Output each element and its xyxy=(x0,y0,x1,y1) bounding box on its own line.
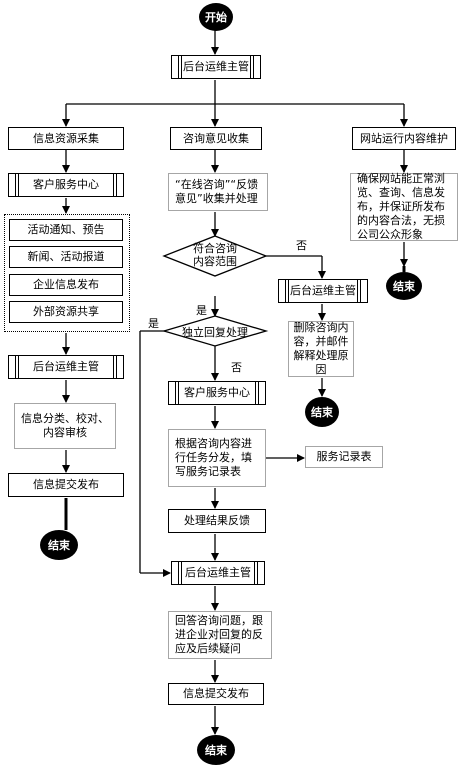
center-feedback-box: 处理结果反馈 xyxy=(168,509,266,533)
decision2-no-label: 否 xyxy=(231,361,242,374)
midright-admin-box: 后台运维主管 xyxy=(278,279,368,303)
midright-admin-label: 后台运维主管 xyxy=(290,284,356,297)
center-admin-box: 后台运维主管 xyxy=(171,561,265,585)
center-collect-box: “在线咨询”“反馈意见”收集并处理 xyxy=(168,173,268,211)
start-label: 开始 xyxy=(205,11,227,24)
left-item-news-label: 新闻、活动报道 xyxy=(27,250,105,263)
decision2-yes-label: 是 xyxy=(148,317,159,330)
left-csc-label: 客户服务中心 xyxy=(33,178,99,191)
left-csc-box: 客户服务中心 xyxy=(8,173,124,197)
center-csc-label: 客户服务中心 xyxy=(184,386,250,399)
top-admin-box: 后台运维主管 xyxy=(171,55,261,79)
center-header-label: 咨询意见收集 xyxy=(183,131,249,145)
midright-end-label: 结束 xyxy=(311,406,333,419)
right-end-terminal: 结束 xyxy=(386,272,422,300)
decision-diamond-in-scope xyxy=(162,235,268,277)
left-items-group xyxy=(4,214,130,332)
center-collect-label: “在线咨询”“反馈意见”收集并处理 xyxy=(175,178,259,205)
left-item-activity: 活动通知、预告 xyxy=(9,219,123,241)
left-header-label: 信息资源采集 xyxy=(33,131,99,145)
decision-diamond-independent xyxy=(161,315,269,347)
center-admin-label: 后台运维主管 xyxy=(185,566,251,579)
center-dispatch-label: 根据咨询内容进行任务分发，填写服务记录表 xyxy=(175,437,252,478)
right-header-box: 网站运行内容维护 xyxy=(352,127,456,150)
midright-delete-box: 删除咨询内容，并邮件解释处理原因 xyxy=(288,321,354,377)
left-end-terminal: 结束 xyxy=(40,530,78,560)
center-answer-label: 回答咨询问题，跟进企业对回复的反应及后续疑问 xyxy=(175,614,263,655)
left-publish-label: 信息提交发布 xyxy=(33,478,99,491)
left-item-enterprise-label: 企业信息发布 xyxy=(33,278,99,291)
right-ensure-label: 确保网站能正常浏览、查询、信息发布，并保证所发布的内容合法，无损公司公众形象 xyxy=(357,172,445,241)
left-admin-box: 后台运维主管 xyxy=(8,355,124,379)
record-box: 服务记录表 xyxy=(305,446,383,468)
center-publish-box: 信息提交发布 xyxy=(168,683,264,705)
right-ensure-box: 确保网站能正常浏览、查询、信息发布，并保证所发布的内容合法，无损公司公众形象 xyxy=(350,172,458,241)
record-label: 服务记录表 xyxy=(316,450,372,463)
left-item-external-label: 外部资源共享 xyxy=(33,305,99,318)
center-answer-box: 回答咨询问题，跟进企业对回复的反应及后续疑问 xyxy=(168,611,272,659)
decision1-no-label: 否 xyxy=(296,239,307,252)
left-header-box: 信息资源采集 xyxy=(8,127,124,150)
decision1-label: 符合咨询内容范围 xyxy=(193,242,237,268)
left-item-activity-label: 活动通知、预告 xyxy=(27,223,105,236)
decision1-yes-label: 是 xyxy=(196,304,207,317)
center-csc-box: 客户服务中心 xyxy=(168,381,266,405)
center-header-box: 咨询意见收集 xyxy=(170,127,262,150)
left-item-news: 新闻、活动报道 xyxy=(9,246,123,268)
left-publish-box: 信息提交发布 xyxy=(8,473,124,497)
left-admin-label: 后台运维主管 xyxy=(33,360,99,373)
left-review-box: 信息分类、校对、内容审核 xyxy=(14,403,116,449)
left-item-external: 外部资源共享 xyxy=(9,301,123,323)
top-admin-label: 后台运维主管 xyxy=(183,60,249,73)
center-end-label: 结束 xyxy=(205,744,227,757)
right-end-label: 结束 xyxy=(393,280,415,293)
center-end-terminal: 结束 xyxy=(197,735,235,765)
center-dispatch-box: 根据咨询内容进行任务分发，填写服务记录表 xyxy=(168,429,266,487)
left-review-label: 信息分类、校对、内容审核 xyxy=(21,412,109,439)
midright-delete-label: 删除咨询内容，并邮件解释处理原因 xyxy=(293,321,349,376)
start-terminal: 开始 xyxy=(199,3,233,31)
center-publish-label: 信息提交发布 xyxy=(183,687,249,700)
center-feedback-label: 处理结果反馈 xyxy=(184,514,250,527)
left-end-label: 结束 xyxy=(48,539,70,552)
left-item-enterprise: 企业信息发布 xyxy=(9,274,123,296)
right-header-label: 网站运行内容维护 xyxy=(360,131,448,145)
midright-end-terminal: 结束 xyxy=(305,397,339,427)
decision2-label: 独立回复处理 xyxy=(182,326,248,339)
